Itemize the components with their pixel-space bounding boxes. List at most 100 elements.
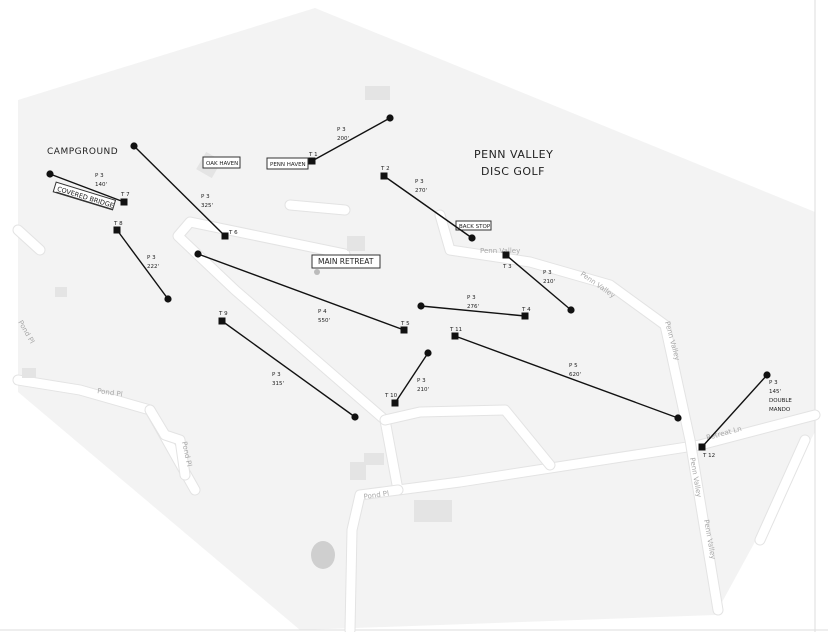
tee-label: T 5 [400, 321, 410, 327]
tee-pad-icon [218, 317, 226, 325]
basket-icon [763, 371, 771, 379]
hole-par-label: P 3 [95, 173, 104, 179]
tee-pad-icon [120, 198, 128, 206]
tee-label: T 11 [449, 327, 462, 333]
hole-par-label: P 3 [147, 255, 156, 261]
tee-label: T 9 [218, 311, 228, 317]
fairway-line [454, 335, 679, 419]
hole-distance-label: 145' [769, 389, 781, 395]
fairway-line [221, 320, 356, 418]
fairway-line [49, 173, 125, 203]
oak-haven-box [202, 156, 241, 169]
penn-haven-box [266, 157, 309, 170]
tee-label: T 4 [521, 307, 531, 313]
tee-label: T 7 [120, 192, 130, 198]
main-retreat-box [311, 254, 381, 269]
hole-par-label: P 3 [337, 127, 346, 133]
hole-3: T 3 P 3 210' [502, 251, 575, 314]
fairway-line [701, 374, 768, 448]
tee-pad-icon [391, 399, 399, 407]
tee-pad-icon [221, 232, 229, 240]
tee-label: T 2 [380, 166, 390, 172]
holes: T 1 P 3 200' T 2 P 3 270' T 3 P 3 210' T 4 P 3 276'… [46, 114, 792, 459]
fairway-line [383, 175, 473, 239]
hole-distance-label: 210' [417, 387, 429, 393]
hole-par-label: P 3 [201, 194, 210, 200]
basket-icon [351, 413, 359, 421]
hole-note-label: MANDO [769, 407, 791, 413]
fairway-line [197, 253, 405, 331]
hole-5: T 5 P 4 550' [194, 250, 410, 334]
hole-distance-label: 270' [415, 188, 427, 194]
basket-icon [194, 250, 202, 258]
basket-icon [674, 414, 682, 422]
hole-distance-label: 315' [272, 381, 284, 387]
fairway-line [394, 352, 429, 404]
hole-par-label: P 3 [467, 295, 476, 301]
basket-icon [567, 306, 575, 314]
hole-distance-label: 276' [467, 304, 479, 310]
hole-distance-label: 222' [147, 264, 159, 270]
hole-par-label: P 3 [415, 179, 424, 185]
hole-par-label: P 4 [318, 309, 327, 315]
basket-icon [468, 234, 476, 242]
hole-distance-label: 200' [337, 136, 349, 142]
course-title-line1: PENN VALLEY [474, 148, 553, 161]
oak-haven-label: OAK HAVEN [206, 161, 238, 167]
hole-10: T 10 P 3 210' [384, 349, 432, 407]
street-label-pond-pl: Pond Pl [363, 489, 389, 500]
hole-par-label: P 3 [272, 372, 281, 378]
hole-8: T 8 P 3 222' [113, 221, 172, 303]
tee-pad-icon [380, 172, 388, 180]
hole-note-label: DOUBLE [769, 398, 792, 404]
tee-pad-icon [451, 332, 459, 340]
hole-distance-label: 140' [95, 182, 107, 188]
campground-label: CAMPGROUND [47, 147, 118, 157]
tee-pad-icon [698, 443, 706, 451]
hole-1: T 1 P 3 200' [308, 114, 394, 165]
hole-par-label: P 3 [417, 378, 426, 384]
fairway-line [116, 229, 169, 300]
hole-par-label: P 3 [769, 380, 778, 386]
basket-icon [424, 349, 432, 357]
street-label-penn-valley: Penn Valley [480, 247, 520, 255]
tee-label: T 12 [702, 453, 715, 459]
hole-4: T 4 P 3 276' [417, 295, 531, 320]
fairway-line [505, 254, 572, 311]
tee-pad-icon [400, 326, 408, 334]
penn-haven-label: PENN HAVEN [270, 162, 306, 168]
street-label-pond-pl: Pond Pl [97, 387, 123, 398]
roads [12, 199, 821, 632]
tee-label: T 3 [502, 264, 512, 270]
tee-label: T 8 [113, 221, 123, 227]
main-retreat-label: MAIN RETREAT [318, 257, 374, 266]
tee-label: T 6 [228, 230, 238, 236]
course-title-line2: DISC GOLF [481, 165, 545, 178]
hole-9: T 9 P 3 315' [218, 311, 359, 421]
hole-distance-label: 620' [569, 372, 581, 378]
fairway-line [133, 145, 226, 237]
hole-2: T 2 P 3 270' [380, 166, 476, 242]
tee-pad-icon [521, 312, 529, 320]
tee-label: T 10 [384, 393, 398, 399]
covered-bridge-box [52, 181, 117, 211]
tee-pad-icon [308, 157, 316, 165]
hole-7: T 7 P 3 140' [46, 170, 130, 206]
basket-icon [46, 170, 54, 178]
hole-distance-label: 550' [318, 318, 330, 324]
hole-par-label: P 3 [543, 270, 552, 276]
hole-distance-label: 210' [543, 279, 555, 285]
buildings [22, 86, 452, 569]
fairway-line [311, 117, 391, 162]
hole-6: T 6 P 3 325' [130, 142, 238, 240]
tee-pad-icon [113, 226, 121, 234]
fairway-line [420, 305, 526, 317]
tee-label: T 1 [308, 152, 318, 158]
hole-12: T 12 P 3 145' DOUBLE MANDO [698, 371, 792, 459]
hole-distance-label: 325' [201, 203, 213, 209]
back-stop-label: BACK STOP [459, 224, 491, 230]
tee-pad-icon [502, 251, 510, 259]
basket-icon [164, 295, 172, 303]
